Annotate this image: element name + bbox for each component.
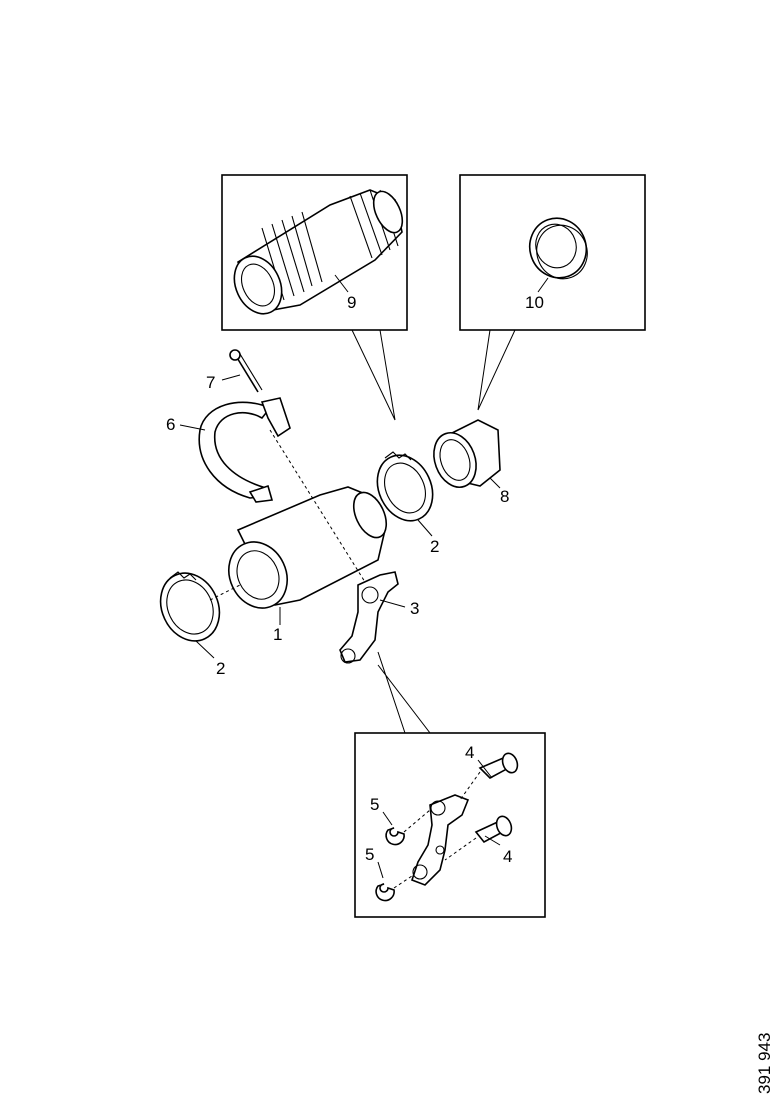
sleeve-part: [433, 419, 501, 488]
callout-10: 10: [525, 293, 544, 312]
callout-8: 8: [500, 487, 509, 506]
clip-upper: [385, 809, 431, 846]
callout-6: 6: [166, 415, 175, 434]
clamp-right: [376, 451, 434, 522]
callout-4-lower: 4: [503, 847, 512, 866]
callout-4-upper: 4: [465, 743, 474, 762]
callout-9: 9: [347, 293, 356, 312]
callout-7: 7: [206, 373, 215, 392]
callout-5-lower: 5: [365, 845, 374, 864]
callout-2-right: 2: [430, 537, 439, 556]
bracket-part: [339, 571, 399, 664]
catalyst-body: [228, 486, 388, 609]
callout-leaders: [179, 274, 549, 879]
pin-upper: [459, 752, 519, 801]
figure-number: 391 943: [755, 1033, 774, 1094]
bellows-part: [233, 189, 404, 315]
strap-band: [198, 397, 291, 503]
callout-1: 1: [273, 625, 282, 644]
callout-2-left: 2: [216, 659, 225, 678]
callout-5-upper: 5: [370, 795, 379, 814]
bolt-part: [229, 349, 371, 591]
clip-lower: [375, 875, 413, 902]
detail-box-bellows: [221, 174, 408, 421]
detail-box-bracket: [354, 651, 546, 918]
pin-lower: [444, 815, 513, 861]
clamp-left: [159, 571, 241, 642]
ring-part: [528, 217, 588, 280]
callout-3: 3: [410, 599, 419, 618]
detail-box-ring: [459, 174, 646, 411]
bracket-detail-part: [410, 794, 470, 886]
